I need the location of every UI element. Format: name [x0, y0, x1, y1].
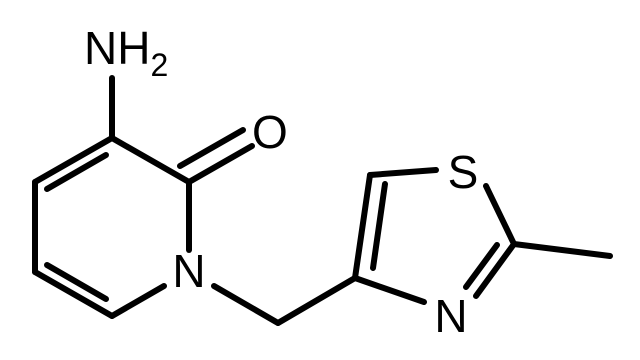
- bond-c5-c6: [32, 269, 115, 319]
- bond-c5t-s: [367, 167, 439, 178]
- bond-c2t-n3: [473, 241, 517, 299]
- bond-c2-c3: [109, 135, 192, 185]
- bond-c2-o: [186, 143, 255, 185]
- bond-c3-c4-inner: [44, 152, 109, 192]
- bond-c2t-n3-inner: [463, 242, 500, 290]
- bond-c6-n1: [109, 283, 167, 319]
- amino-label: NH2: [84, 22, 168, 83]
- bond-n3-c4t: [352, 275, 427, 305]
- bond-methyl: [511, 241, 613, 259]
- amino-subscript: 2: [150, 47, 168, 83]
- thiazole-ring: [352, 167, 517, 305]
- bond-c4t-c5t-inner: [370, 181, 388, 271]
- bond-s-c2t: [483, 183, 517, 247]
- bond-c4t-c5t: [352, 172, 373, 281]
- carbonyl-oxygen-label: O: [252, 106, 288, 158]
- bond-ch2-thiazole: [275, 275, 358, 326]
- bond-c5-c6-inner: [44, 262, 109, 302]
- pyridinone-ring: [32, 135, 192, 319]
- thiazole-nitrogen-label: N: [434, 290, 467, 342]
- bond-n1-ch2: [211, 283, 281, 326]
- ring-nitrogen-label: N: [172, 245, 205, 297]
- bond-c3-c4: [32, 135, 115, 185]
- bond-c2-o-second: [177, 127, 246, 169]
- thiazole-sulfur-label: S: [448, 146, 479, 198]
